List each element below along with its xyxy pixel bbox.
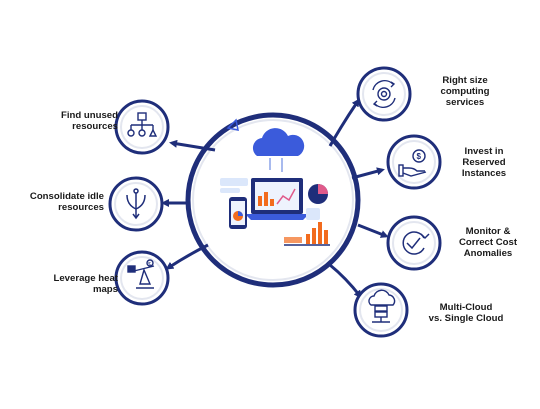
hand-dollar-icon: $ xyxy=(398,149,427,177)
connector-monitor xyxy=(357,223,389,238)
label-find-unused: Find unused resources xyxy=(60,110,118,132)
node-reserved: $ xyxy=(386,134,442,190)
scale-heatmap-icon: $ xyxy=(127,259,155,289)
label-consolidate: Consolidate idle resources xyxy=(29,191,104,213)
cloud-server-icon xyxy=(368,289,396,323)
svg-text:$: $ xyxy=(417,152,422,161)
connector-find-unused xyxy=(169,139,216,152)
node-multicloud xyxy=(353,282,409,338)
label-monitor: Monitor & Correct Cost Anomalies xyxy=(458,226,518,259)
connector-reserved xyxy=(351,167,385,180)
label-reserved: Invest in Reserved Instances xyxy=(461,146,507,179)
label-multicloud: Multi-Cloud vs. Single Cloud xyxy=(428,302,504,324)
node-find-unused xyxy=(114,99,170,155)
connectors xyxy=(161,98,389,299)
merge-arrows-icon xyxy=(126,188,146,220)
check-clock-icon xyxy=(402,231,430,255)
node-monitor xyxy=(386,215,442,271)
label-right-size: Right size computing services xyxy=(440,75,490,108)
svg-text:$: $ xyxy=(148,262,151,268)
hierarchy-icon xyxy=(127,112,158,137)
connector-right-size xyxy=(328,98,360,147)
connector-heatmaps xyxy=(165,243,209,270)
cloud-icon xyxy=(252,128,305,156)
laptop-dashboard-illustration xyxy=(220,128,330,246)
label-heatmaps: Leverage heat maps xyxy=(53,273,118,295)
node-right-size xyxy=(356,66,412,122)
gear-cycle-icon xyxy=(372,79,396,109)
connector-multicloud xyxy=(329,263,362,299)
ring-arrow-icon xyxy=(226,118,239,131)
node-consolidate xyxy=(108,176,164,232)
node-heatmaps: $ xyxy=(114,250,170,306)
